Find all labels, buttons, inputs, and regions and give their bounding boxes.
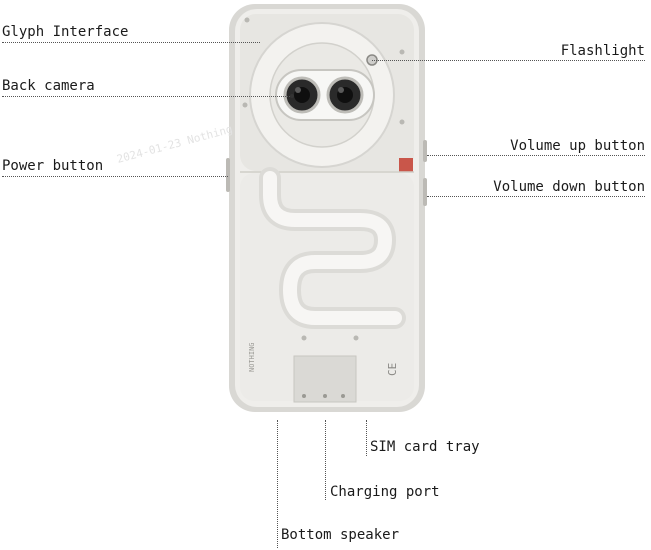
leader-volume-up-button (427, 155, 645, 156)
label-sim-card-tray: SIM card tray (370, 439, 480, 455)
camera-lens-right-glare (338, 87, 344, 93)
screw-4 (399, 119, 405, 125)
leader-sim-card-tray (366, 420, 367, 456)
power-button-shape (226, 158, 230, 192)
leader-power-button (2, 176, 228, 177)
label-volume-down-button: Volume down button (493, 179, 645, 195)
camera-lens-left-glare (295, 87, 301, 93)
label-bottom-speaker: Bottom speaker (281, 527, 400, 543)
screw-3 (242, 102, 248, 108)
label-back-camera: Back camera (2, 78, 95, 94)
volume-down-button-shape (423, 178, 427, 206)
label-charging-port: Charging port (330, 484, 440, 500)
sim-hole (341, 394, 345, 398)
leader-bottom-speaker (277, 420, 278, 548)
brand-text: NOTHING (248, 342, 256, 372)
speaker-hole (302, 394, 306, 398)
label-flashlight: Flashlight (560, 43, 645, 59)
label-volume-up-button: Volume up button (510, 138, 645, 154)
volume-up-button-shape (423, 140, 427, 162)
leader-glyph-interface (2, 42, 260, 43)
screw-6 (353, 335, 359, 341)
watermark-text: 2024-01-23 Nothing (115, 122, 234, 165)
red-accent-block (399, 158, 413, 172)
screw-5 (301, 335, 307, 341)
screw-1 (244, 17, 250, 23)
screw-2 (399, 49, 405, 55)
leader-charging-port (325, 420, 326, 500)
leader-flashlight (372, 60, 645, 61)
glyph-strip (263, 171, 402, 325)
leader-back-camera (2, 96, 292, 97)
label-power-button: Power button (2, 158, 104, 174)
anchor-back-camera (290, 94, 294, 98)
ce-mark: CE (386, 363, 399, 376)
port-hole (323, 394, 327, 398)
leader-volume-down-button (427, 196, 645, 197)
label-glyph-interface: Glyph Interface (2, 24, 129, 40)
